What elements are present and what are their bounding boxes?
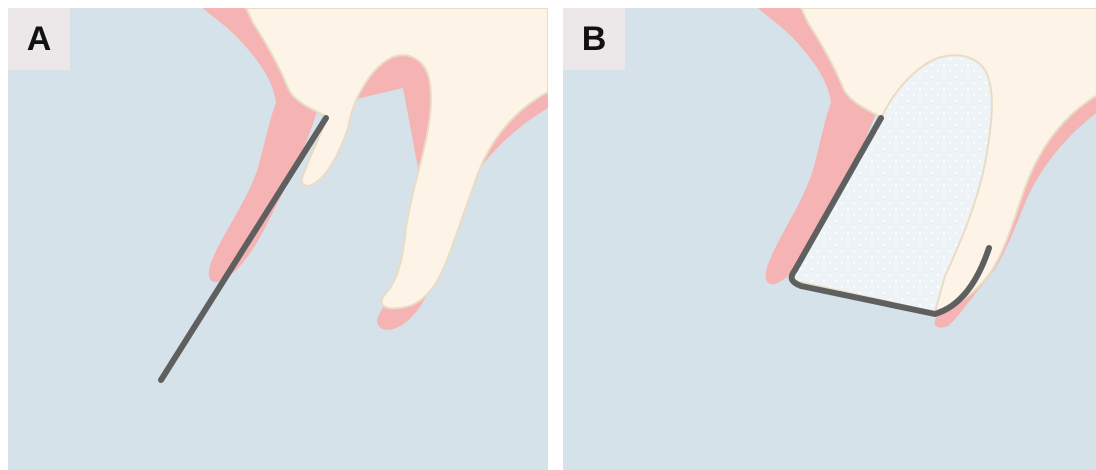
panel-a-label: A xyxy=(8,8,70,70)
panel-a-illustration xyxy=(8,8,548,470)
instrument-line xyxy=(161,118,326,380)
panel-a: A xyxy=(8,8,548,470)
panel-b: B xyxy=(563,8,1096,470)
panel-b-illustration xyxy=(563,8,1096,470)
panel-b-label: B xyxy=(563,8,625,70)
